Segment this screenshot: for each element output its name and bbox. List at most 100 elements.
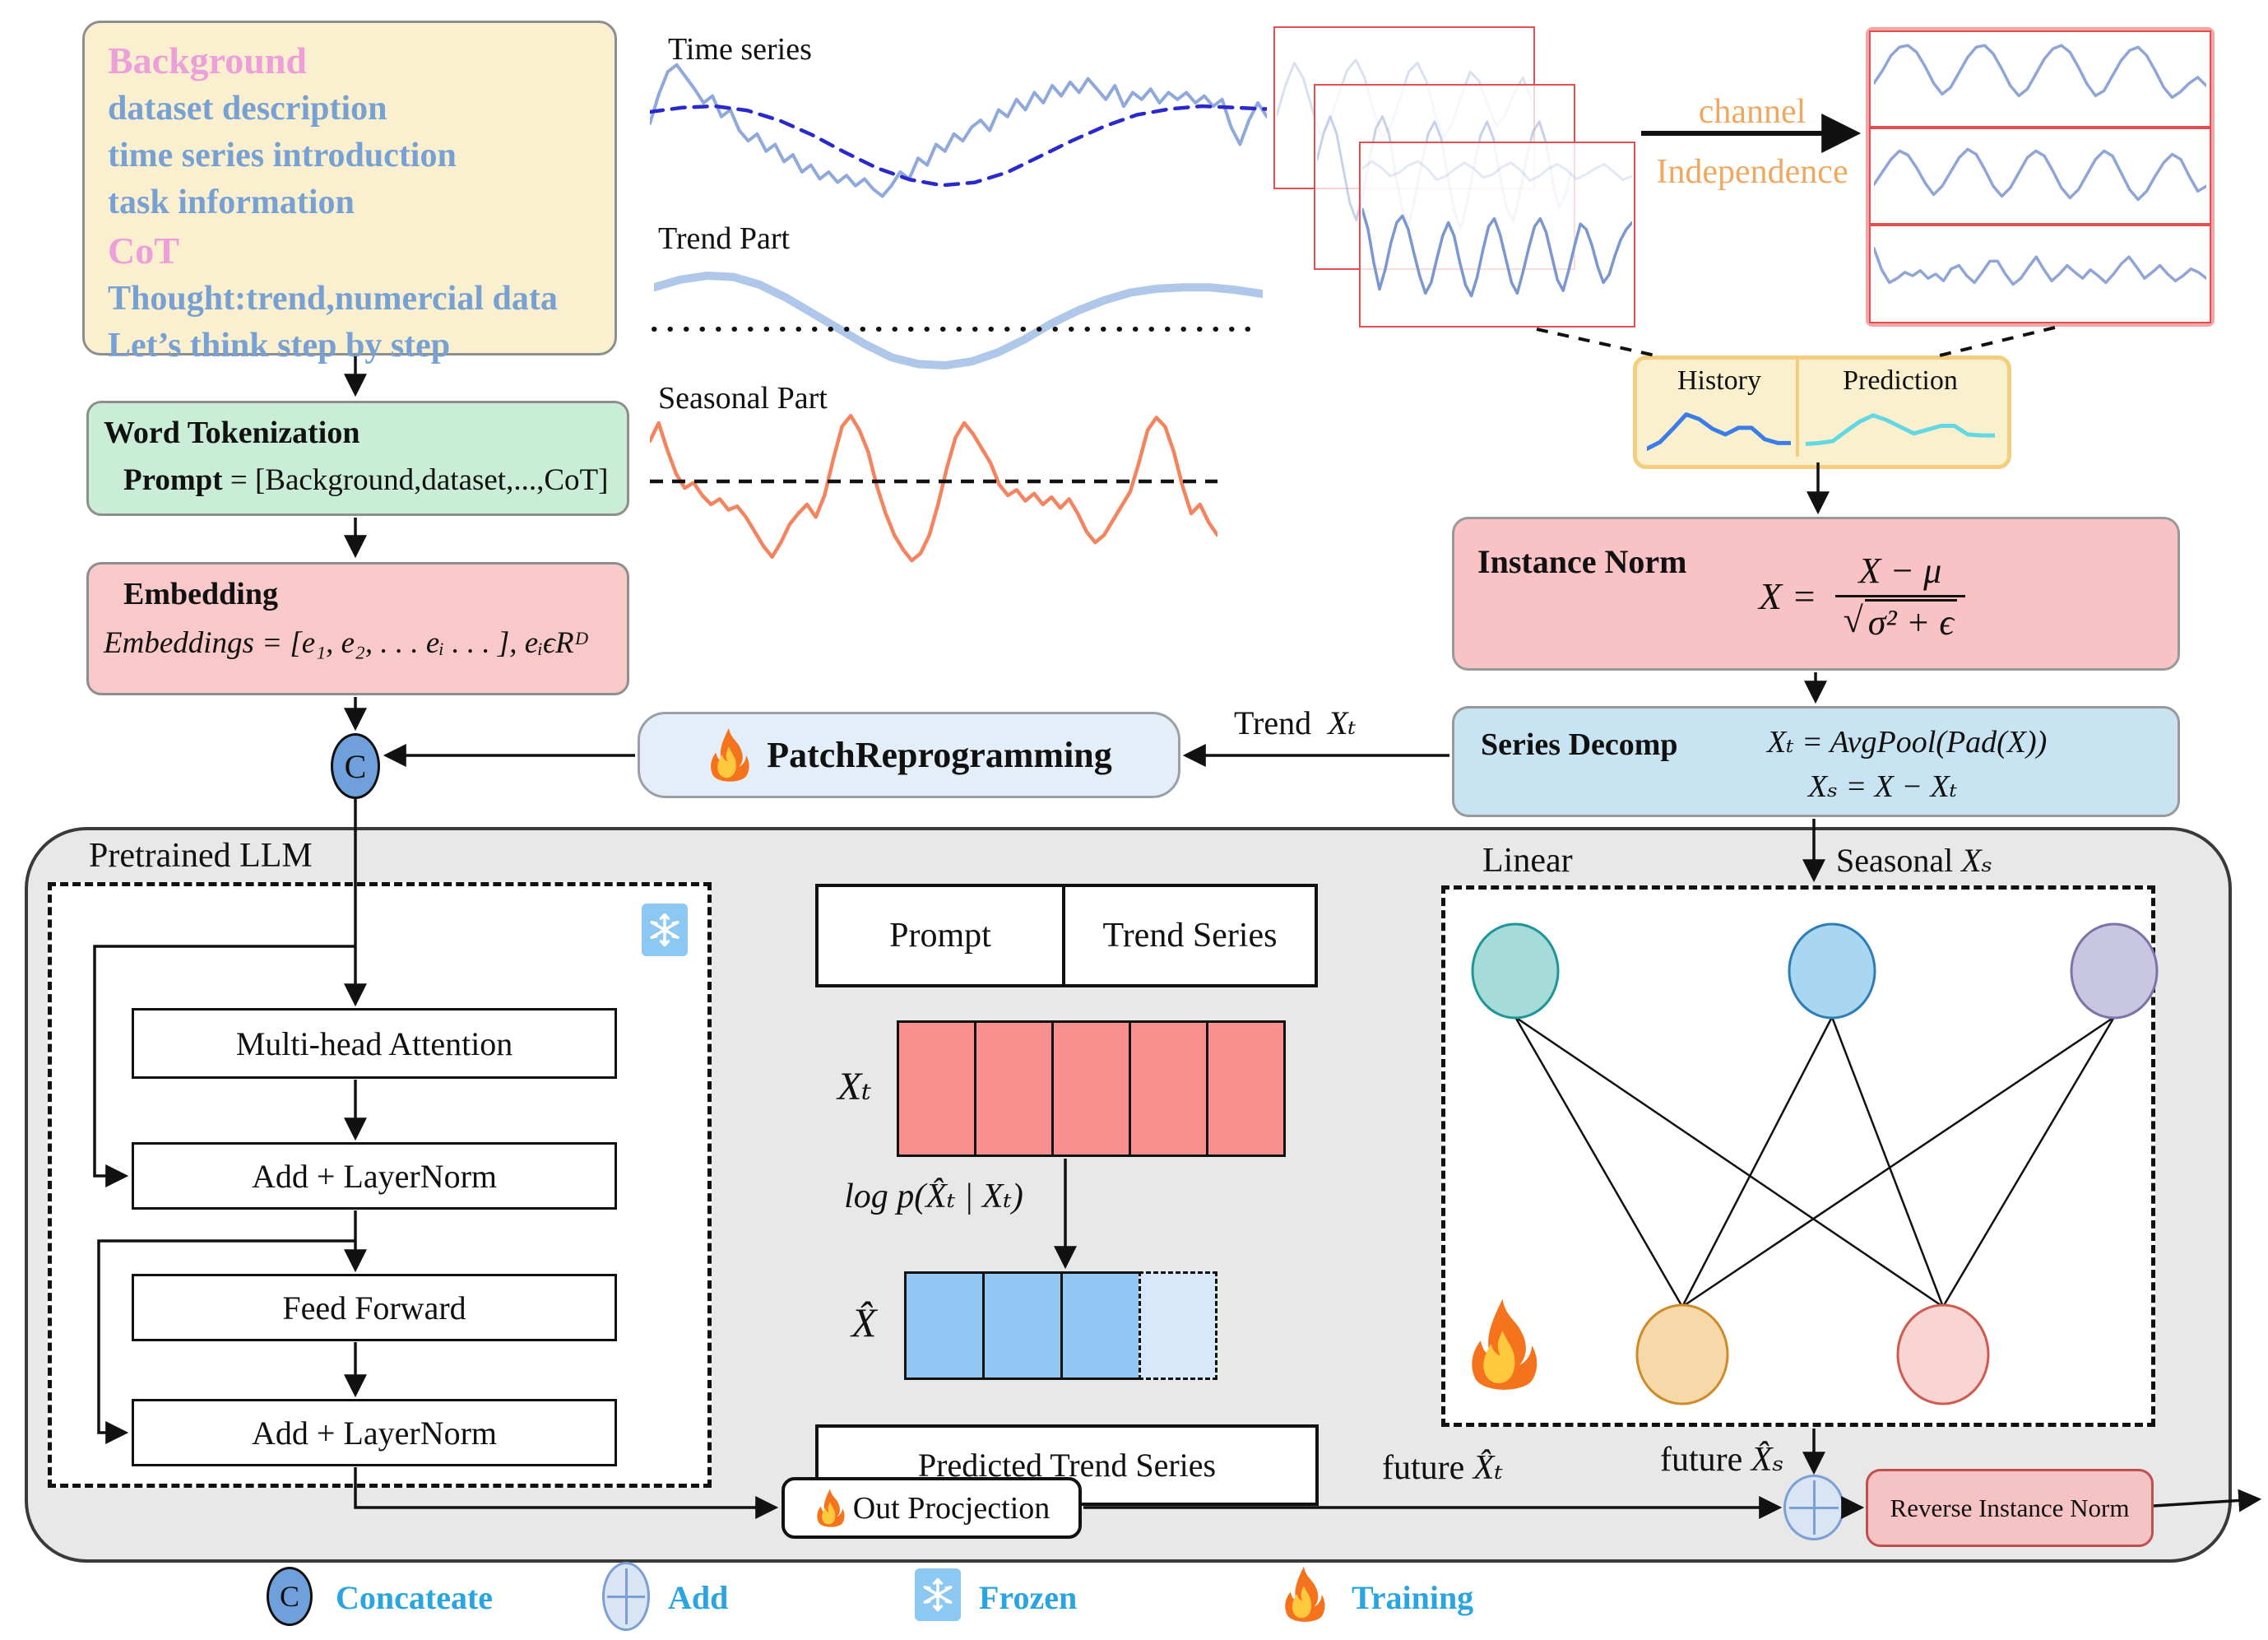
legend-frozen-label: Frozen xyxy=(979,1579,1078,1616)
out-projection-label: Out Procjection xyxy=(852,1490,1051,1526)
future-seasonal-text: future xyxy=(1660,1441,1743,1479)
linear-title: Linear xyxy=(1482,842,1573,880)
instance-norm-denominator: σ² + ϵ xyxy=(1864,598,1958,643)
history-label: History xyxy=(1677,365,1761,396)
embedding-box: Embedding Embeddings = [e₁, e₂, . . . eᵢ… xyxy=(86,562,629,695)
legend-training-label: Training xyxy=(1352,1579,1474,1616)
time-series-trend-overlay xyxy=(650,66,1267,210)
instance-norm-title: Instance Norm xyxy=(1477,543,1687,580)
future-trend-label: future X̂ₜ xyxy=(1382,1447,1503,1488)
frozen-icon xyxy=(642,904,688,956)
predicted-token-cells xyxy=(904,1271,1217,1380)
instance-norm-lhs: X = xyxy=(1759,575,1817,617)
background-item-1: dataset description xyxy=(108,89,387,128)
series-decomp-box: Series Decomp Xₜ = AvgPool(Pad(X)) Xₛ = … xyxy=(1452,706,2180,817)
out-projection-box: Out Procjection xyxy=(782,1477,1082,1539)
stack-panel-2-series xyxy=(1874,134,2206,218)
llm-block-attention: Multi-head Attention xyxy=(132,1008,617,1079)
arrow-llm-to-outprojection xyxy=(354,1467,779,1519)
legend-concat-icon: C xyxy=(267,1567,313,1626)
concat-node: C xyxy=(331,733,380,799)
stack-panel-3-series xyxy=(1874,231,2206,317)
dashed-connector-right xyxy=(1939,326,2056,357)
dashed-connector-left xyxy=(1536,328,1656,357)
predicted-token-cell xyxy=(1060,1271,1141,1380)
embedding-formula: Embeddings = [e₁, e₂, . . . eᵢ . . . ], … xyxy=(104,626,589,660)
channel-independence-line1: channel xyxy=(1698,93,1807,131)
prompt-label: Prompt xyxy=(123,463,223,497)
nn-node-output-2 xyxy=(1896,1303,1990,1405)
legend-add-label: Add xyxy=(668,1579,729,1616)
word-tokenization-title: Word Tokenization xyxy=(104,416,360,450)
predicted-token-cell-future xyxy=(1139,1271,1217,1380)
series-decomp-line1: Xₜ = AvgPool(Pad(X)) xyxy=(1767,725,2048,760)
trend-token-cell xyxy=(1206,1020,1286,1157)
future-seasonal-math: X̂ₛ xyxy=(1751,1441,1784,1479)
seasonal-text: Seasonal xyxy=(1836,842,1954,879)
trend-token-cell xyxy=(1129,1020,1208,1157)
background-title: Background xyxy=(108,39,308,81)
predicted-token-cell xyxy=(904,1271,985,1380)
legend-frozen-icon xyxy=(915,1568,961,1621)
future-seasonal-label: future X̂ₛ xyxy=(1660,1438,1784,1480)
background-item-3: task information xyxy=(108,184,355,222)
legend-add-icon xyxy=(602,1562,650,1631)
history-prediction-divider xyxy=(1796,360,1799,457)
history-prediction-box xyxy=(1633,355,2011,469)
series-decomp-line2: Xₛ = X − Xₜ xyxy=(1808,769,1958,804)
trend-flow-label: Trend Xₜ xyxy=(1234,704,1356,742)
concat-symbol: C xyxy=(344,747,367,785)
channel-independence-line2: Independence xyxy=(1656,153,1848,191)
cot-item-1: Thought:trend,numercial data xyxy=(108,279,558,318)
prediction-label: Prediction xyxy=(1843,365,1958,396)
patch-reprogramming-box: PatchReprogramming xyxy=(638,712,1180,798)
background-item-2: time series introduction xyxy=(108,136,457,174)
trend-part-label: Trend Part xyxy=(658,221,791,256)
skip-connection-2 xyxy=(97,1239,355,1444)
instance-norm-box: Instance Norm X = X − μ √σ² + ϵ xyxy=(1452,517,2180,671)
cot-item-2: Let’s think step by step xyxy=(108,327,451,365)
instance-norm-root: √ xyxy=(1843,599,1863,640)
header-prompt-cell: Prompt xyxy=(815,884,1065,987)
prompt-rest: = [Background,dataset,...,CoT] xyxy=(222,463,609,497)
seasonal-part-plot xyxy=(650,405,1217,586)
stack-panel-1-series xyxy=(1874,37,2206,121)
embedding-title: Embedding xyxy=(123,577,278,611)
trend-token-cell xyxy=(974,1020,1054,1157)
patch-reprogramming-label: PatchReprogramming xyxy=(767,735,1112,775)
legend-concat-label: Concateate xyxy=(336,1579,494,1616)
legend-concat-symbol: C xyxy=(279,1580,299,1613)
arrow-rin-output xyxy=(2153,1489,2262,1512)
pretrained-llm-title: Pretrained LLM xyxy=(89,837,313,875)
header-trend-series-cell: Trend Series xyxy=(1062,884,1318,987)
instance-norm-numerator: X − μ xyxy=(1858,550,1942,591)
time-series-plot xyxy=(650,51,1267,224)
nn-edges xyxy=(1514,1015,2116,1308)
time-series-label: Time series xyxy=(668,32,812,67)
nn-nodes xyxy=(1471,922,2159,1405)
prediction-sparkline xyxy=(1806,405,1995,453)
predicted-output-label: X̂ xyxy=(851,1299,877,1345)
future-trend-text: future xyxy=(1382,1449,1465,1487)
skip-connection-1 xyxy=(93,945,355,1187)
stack-panel-1 xyxy=(1869,30,2211,128)
stack-panel-3 xyxy=(1869,225,2211,323)
channel-panel-front-series xyxy=(1362,189,1632,323)
nn-node-output-1 xyxy=(1635,1303,1729,1405)
seasonal-part-label: Seasonal Part xyxy=(658,381,828,416)
prompt-background-box: Background dataset description time seri… xyxy=(82,21,617,365)
nn-node-input-1 xyxy=(1471,922,1560,1020)
channel-panel-front-ghost xyxy=(1362,146,1632,221)
trend-token-cell xyxy=(1051,1020,1131,1157)
history-sparkline xyxy=(1647,405,1791,453)
seasonal-math: Xₛ xyxy=(1961,842,1993,879)
nn-node-input-2 xyxy=(1788,922,1876,1020)
trend-token-cells xyxy=(897,1020,1286,1157)
word-tokenization-box: Word Tokenization Prompt = [Background,d… xyxy=(86,401,629,516)
llm-block-addnorm-2: Add + LayerNorm xyxy=(132,1399,617,1466)
future-trend-math: X̂ₜ xyxy=(1473,1449,1503,1487)
llm-block-feedforward: Feed Forward xyxy=(132,1274,617,1341)
llm-block-addnorm-1: Add + LayerNorm xyxy=(132,1142,617,1210)
